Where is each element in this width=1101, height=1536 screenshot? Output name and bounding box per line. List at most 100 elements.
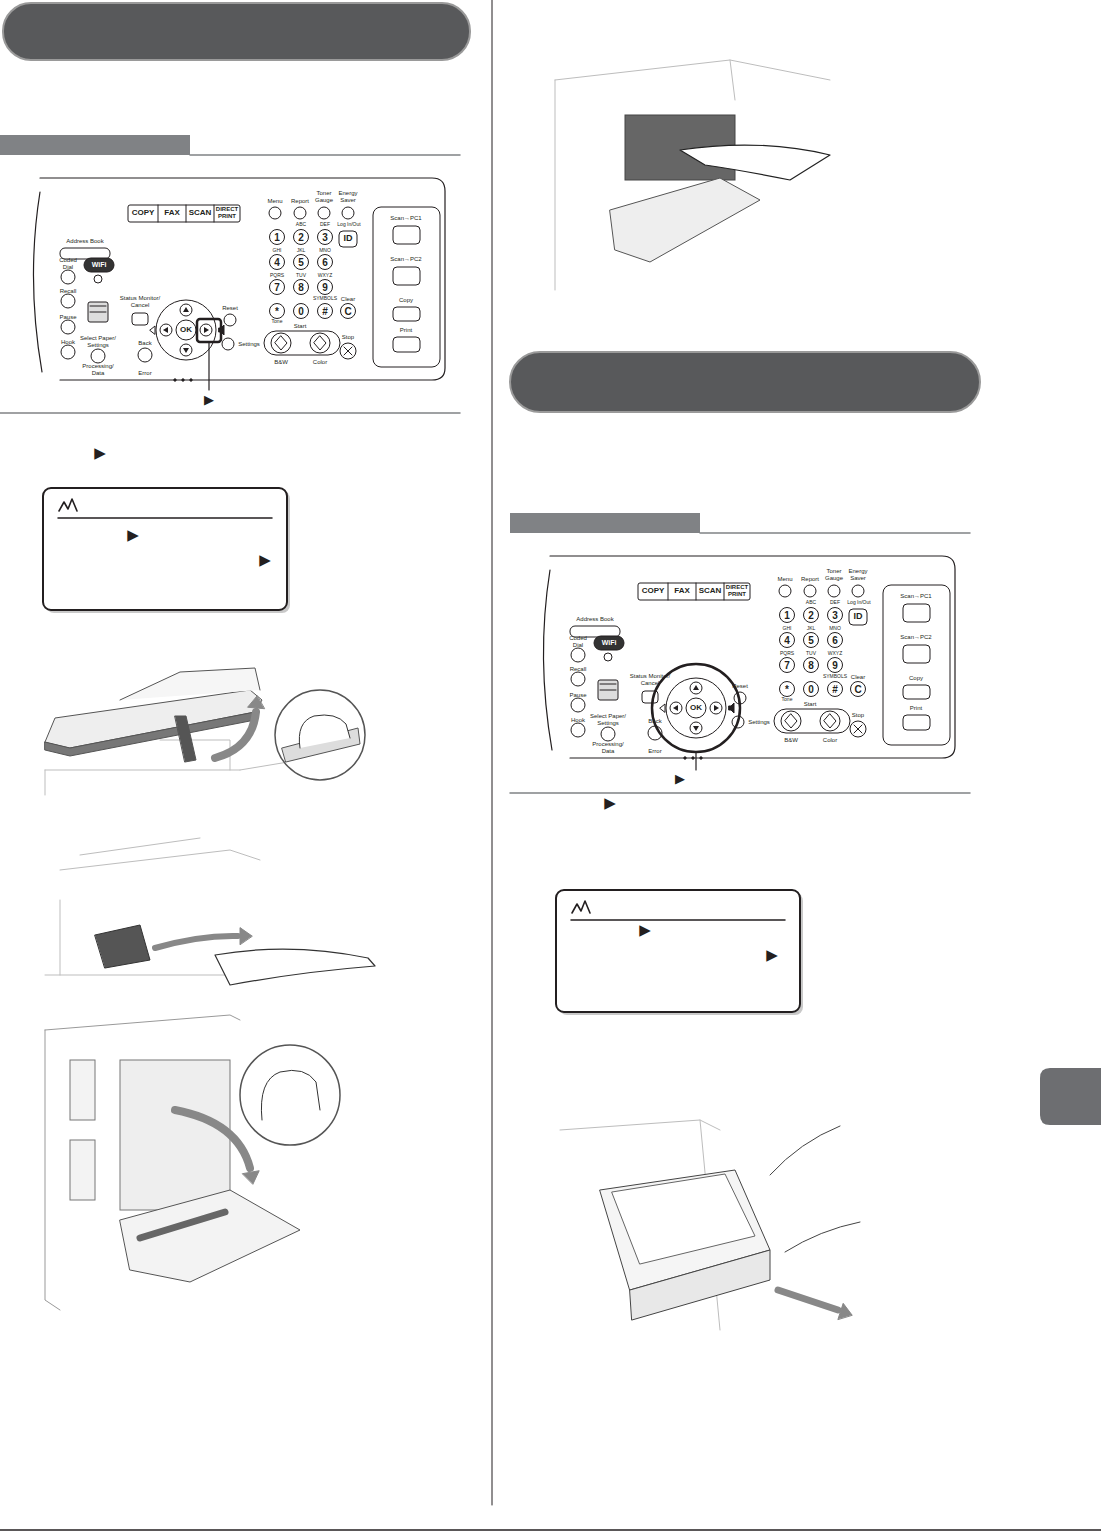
panel-label: JKL (807, 626, 816, 632)
lcd-rule (58, 517, 272, 519)
panel-label: DIRECT PRINT (215, 206, 239, 219)
button-circle (341, 304, 356, 319)
button-circle (781, 711, 801, 731)
panel-label: Start (804, 701, 817, 708)
panel-label: SCAN (189, 209, 212, 218)
arrow-marker: ▶ (766, 947, 778, 964)
stop-symbol (344, 347, 352, 355)
line-art (555, 60, 830, 290)
panel-label: Energy Saver (845, 568, 871, 581)
illustration (560, 1120, 860, 1330)
panel-label: 6 (832, 635, 838, 646)
panel-label: SCAN (699, 587, 722, 596)
panel-label: TUV (806, 651, 816, 657)
device-icon (598, 680, 618, 700)
button-circle (828, 682, 843, 697)
sub-heading-tab (510, 513, 700, 533)
connector (70, 1140, 95, 1200)
button-circle (176, 320, 196, 340)
highlight-box (197, 319, 221, 342)
panel-label: C (854, 684, 861, 695)
panel-label: Report (801, 576, 819, 583)
arrow-symbol (183, 348, 189, 353)
panel-label: Print (400, 327, 412, 334)
arrow-symbol (673, 705, 678, 711)
panel-label: WiFi (92, 261, 107, 269)
arrow-marker: ▶ (94, 445, 106, 462)
panel-outline (40, 178, 445, 380)
dot (700, 757, 702, 759)
arrow-marker: ▶ (639, 922, 651, 939)
line-art (770, 1126, 860, 1252)
button-circle (138, 348, 152, 362)
panel-label: COPY (132, 209, 155, 218)
lcd-display (43, 488, 287, 610)
wifi-key (594, 636, 624, 650)
panel-label: Menu (777, 576, 792, 583)
button-circle (686, 698, 706, 718)
status-icon (572, 901, 590, 913)
speaker-symbol (729, 703, 734, 713)
button-circle (670, 702, 682, 714)
chapter-tab (1040, 1068, 1101, 1125)
button-rect (60, 248, 110, 259)
column-divider (492, 0, 493, 1505)
panel-label: MNO (829, 626, 841, 632)
button-circle (61, 270, 75, 284)
button-circle (828, 658, 843, 673)
button-circle (820, 711, 840, 731)
arrow-symbol (693, 726, 699, 731)
device-icon (88, 302, 108, 322)
leader-line (695, 752, 696, 770)
panel-label: Select Paper/ Settings (76, 335, 121, 348)
panel-label: 4 (784, 635, 790, 646)
button-circle (318, 304, 333, 319)
panel-label: 8 (298, 282, 304, 293)
button-circle (294, 207, 306, 219)
button-circle (270, 280, 285, 295)
button-circle (342, 207, 354, 219)
button-rect (570, 626, 620, 637)
panel-outline (550, 556, 955, 758)
button-circle (222, 338, 234, 350)
panel-outline (543, 570, 552, 750)
panel-label: Processing/ Data (76, 363, 121, 376)
button-circle (804, 608, 819, 623)
status-icon (59, 499, 77, 511)
panel-label: WXYZ (318, 273, 332, 279)
panel-label: Log In/Out (337, 222, 360, 228)
arrow-marker: ▶ (259, 552, 271, 569)
one-touch-frame (373, 207, 440, 367)
panel-label: Reset (222, 305, 238, 312)
start-frame (264, 331, 340, 355)
panel-label: Address Book (66, 238, 103, 245)
button-circle (200, 324, 212, 336)
arrow-head (248, 696, 265, 709)
button-rect (393, 307, 420, 321)
panel-label: TUV (296, 273, 306, 279)
divider (158, 205, 159, 222)
panel-label: Reset (732, 683, 748, 690)
panel-label: Color (313, 359, 327, 366)
panel-label: OK (180, 326, 192, 335)
arrow-symbol (660, 704, 665, 712)
panel-label: 8 (808, 660, 814, 671)
start-symbol (785, 714, 797, 728)
panel-label: 5 (298, 257, 304, 268)
button-circle (850, 721, 866, 737)
panel-label: 1 (784, 610, 790, 621)
button-circle (294, 255, 309, 270)
button-rect (903, 715, 930, 730)
panel-label: DEF (320, 222, 330, 228)
start-symbol (275, 336, 287, 350)
panel-label: Scan→PC1 (900, 593, 931, 600)
button-circle (318, 255, 333, 270)
line-art (680, 145, 830, 180)
line-art (610, 178, 760, 262)
button-circle (318, 207, 330, 219)
lamp (94, 275, 102, 283)
button-circle (294, 230, 309, 245)
panel-label: GHI (273, 248, 282, 254)
button-circle (780, 608, 795, 623)
